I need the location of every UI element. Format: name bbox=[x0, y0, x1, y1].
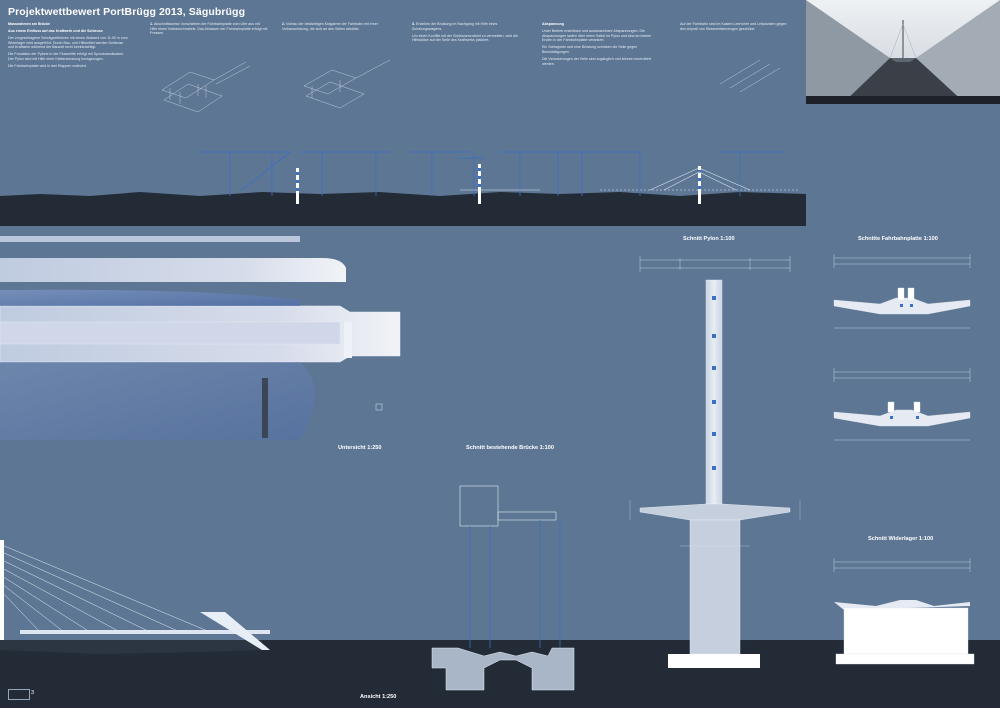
plan-untersicht bbox=[0, 226, 401, 446]
column-paragraph: Die Fundation der Pylone in der Flussmit… bbox=[8, 52, 125, 62]
column-paragraph: Abschnittsweise Vorschieben der Fahrbahn… bbox=[150, 22, 268, 36]
bridge-rendering-photo bbox=[806, 0, 1000, 104]
column-heading: Abspannung bbox=[542, 22, 564, 26]
stage-sketch-2 bbox=[303, 59, 391, 109]
label-schnitt-bestehende: Schnitt bestehende Brücke 1:100 bbox=[466, 445, 554, 451]
label-schnitt-widerlager: Schnitt Widerlager 1:100 bbox=[868, 536, 934, 542]
text-column-step-1: 1. Abschnittsweise Vorschieben der Fahrb… bbox=[150, 22, 268, 38]
stage-ground-strip bbox=[0, 192, 806, 226]
section-pylon bbox=[629, 256, 801, 668]
text-column-intro: Massnahmen am Brücke Aus einem Einfluss … bbox=[8, 22, 130, 71]
stage-3 bbox=[410, 151, 570, 196]
section-abutment bbox=[833, 558, 975, 665]
pylon-stage-1 bbox=[296, 168, 299, 204]
text-column-step-3: 3. Erstellen der Brüstung im Nachgang mi… bbox=[412, 22, 524, 45]
stage-decks bbox=[460, 167, 800, 191]
column-paragraph: Die Verankerungen der Seile sind zugängl… bbox=[542, 57, 652, 66]
column-subheading: Aus einem Einfluss auf das Kraftwerk und… bbox=[8, 29, 103, 34]
deck-markers bbox=[890, 304, 919, 419]
stage-sketch-1 bbox=[161, 61, 251, 113]
stage-pylon-markers bbox=[296, 168, 701, 191]
column-paragraph: Die Fahrbahnplatte wird in drei Etappen … bbox=[8, 64, 87, 69]
column-heading: 1. bbox=[150, 22, 153, 26]
column-paragraph: Um einen Konflikt mit der Schleusenzufah… bbox=[412, 33, 518, 43]
label-untersicht: Untersicht 1:250 bbox=[338, 445, 382, 451]
column-paragraph: Erstellen der Brüstung im Nachgang mit H… bbox=[412, 22, 498, 31]
column-heading: Massnahmen am Brücke bbox=[8, 22, 51, 26]
stage-4 bbox=[560, 151, 786, 196]
text-column-step-2: 2. Vorbau der beidseitigen Kragarme der … bbox=[282, 22, 394, 34]
label-schnitte-fahrbahnplatte: Schnitte Fahrbahnplatte 1:100 bbox=[858, 236, 938, 242]
stage-1 bbox=[200, 151, 291, 196]
column-paragraph: Ein Schlagnetz und eine Brüstung schütze… bbox=[542, 45, 638, 54]
page-title: Projektwettbewert PortBrügg 2013, Sägubr… bbox=[8, 6, 246, 18]
column-paragraph: Auf der Fahrbahn sind im Kasten Leerrohr… bbox=[680, 22, 787, 31]
column-paragraph: Der vorgeschlagene Schrägseilbrücke mit … bbox=[8, 36, 128, 50]
text-column-abspannung: Abspannung Unter Betrieb erstellbare und… bbox=[542, 22, 660, 69]
elevation-ansicht bbox=[0, 540, 1000, 708]
stage-sketches bbox=[161, 59, 781, 113]
section-existing-bridge bbox=[431, 485, 575, 691]
column-heading: 3. bbox=[412, 22, 415, 26]
rendering-image bbox=[806, 0, 1000, 104]
stage-2 bbox=[300, 151, 390, 196]
stage-drawings bbox=[200, 151, 786, 196]
label-ansicht: Ansicht 1:250 bbox=[360, 694, 397, 700]
stage-sketch-3 bbox=[719, 59, 781, 93]
page-number-box bbox=[8, 689, 30, 700]
column-paragraph: Unter Betrieb erstellbare und austauschb… bbox=[542, 29, 652, 43]
column-paragraph: Vorbau der beidseitigen Kragarme der Fah… bbox=[282, 22, 378, 31]
text-column-fahrbahn: Auf der Fahrbahn sind im Kasten Leerrohr… bbox=[680, 22, 792, 34]
page-number: 3 bbox=[31, 690, 35, 696]
section-deck-slab bbox=[833, 254, 971, 441]
label-schnitt-pylon: Schnitt Pylon 1:100 bbox=[683, 236, 735, 242]
column-heading: 2. bbox=[282, 22, 285, 26]
